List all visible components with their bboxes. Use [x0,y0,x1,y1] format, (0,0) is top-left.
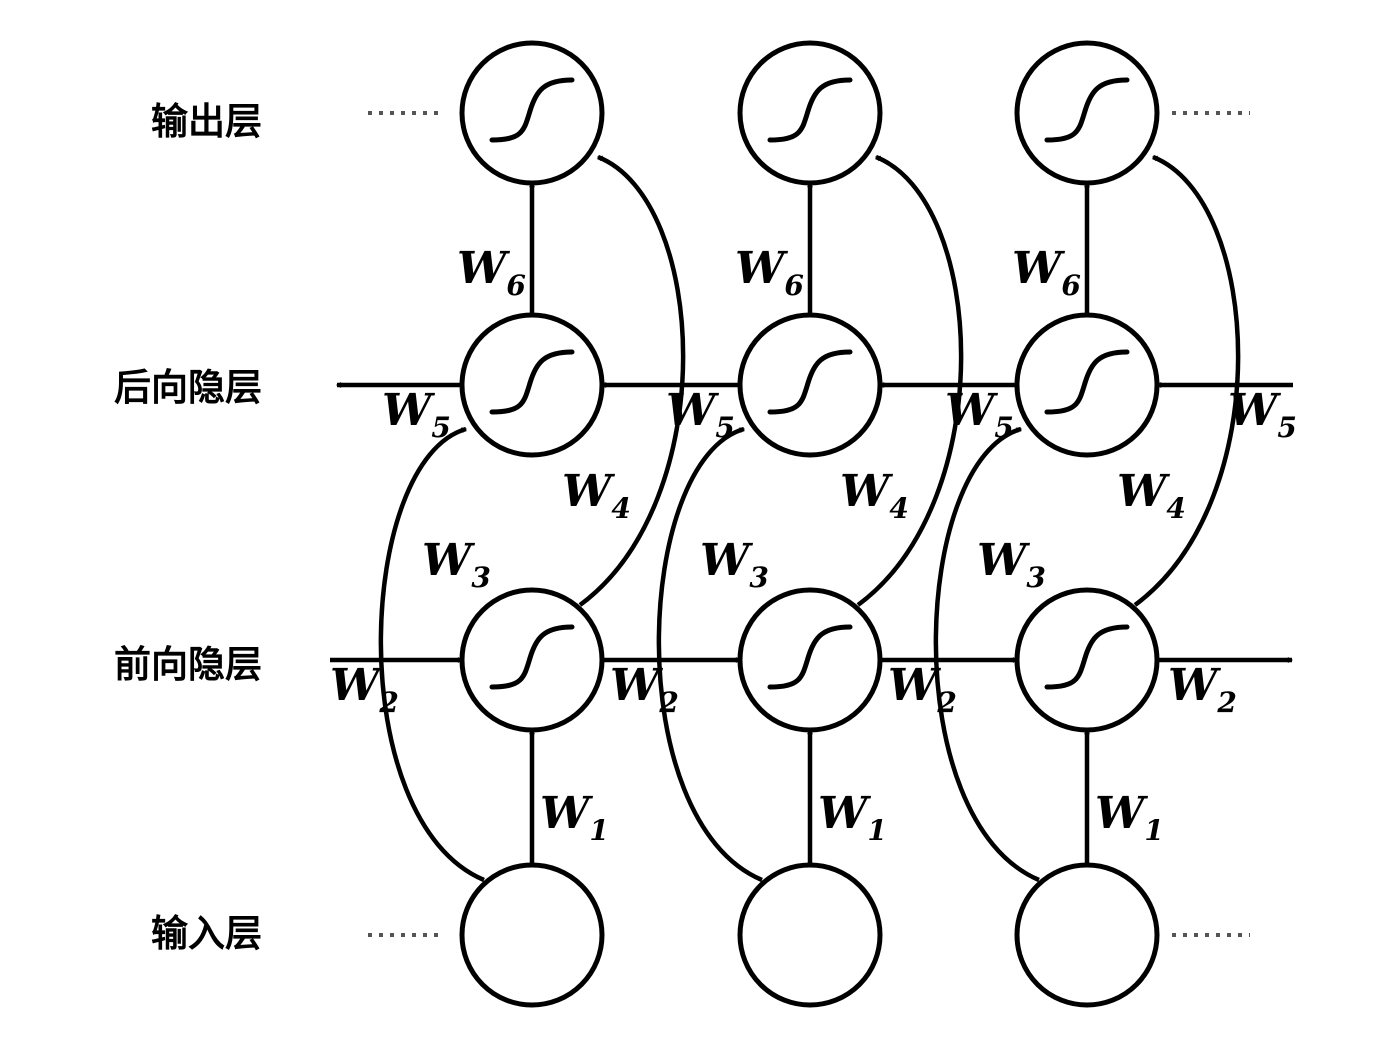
w2-label: W2 [888,660,957,719]
w4-letter: W [562,466,616,517]
w5-subscript: 5 [715,411,734,444]
w3-letter: W [977,535,1031,586]
w5-label: W5 [666,385,735,444]
w1-label: W1 [1095,788,1164,847]
w2-label: W2 [330,660,399,719]
w3-connection [378,426,485,883]
w2-subscript: 2 [378,686,398,719]
w3-label: W3 [422,535,491,594]
output-node [1014,40,1160,186]
w5-letter: W [1228,385,1282,436]
forward-hidden-layer-label: 前向隐层 [114,643,262,686]
w3-subscript: 3 [749,561,768,594]
w6-subscript: 6 [506,269,525,302]
w2-label: W2 [610,660,679,719]
nodes [459,40,1160,1008]
w3-label: W3 [700,535,769,594]
node-circle [1014,862,1160,1008]
w5-letter: W [945,385,999,436]
input-node [1014,862,1160,1008]
sigmoid-icon [489,77,575,143]
w3-letter: W [422,535,476,586]
w1-label: W1 [540,788,609,847]
w1-subscript: 1 [867,814,886,847]
w2-label: W2 [1168,660,1237,719]
node-circle [459,862,605,1008]
w2-letter: W [330,660,384,711]
w4-subscript: 4 [1166,492,1185,525]
output-node [737,40,883,186]
w5-subscript: 5 [1277,411,1296,444]
input-node [459,862,605,1008]
w6-label: W6 [1012,243,1081,302]
w5-label: W5 [945,385,1014,444]
w3-connection [933,426,1040,883]
w6-letter: W [735,243,789,294]
w2-subscript: 2 [936,686,956,719]
w5-subscript: 5 [994,411,1013,444]
w4-connection [856,154,964,607]
w4-letter: W [840,466,894,517]
w4-subscript: 4 [611,492,630,525]
w5-letter: W [382,385,436,436]
sigmoid-icon [1044,624,1130,690]
w4-label: W4 [840,466,909,525]
w4-label: W4 [562,466,631,525]
w1-subscript: 1 [1144,814,1163,847]
w3-subscript: 3 [471,561,490,594]
input-layer-label: 输入层 [151,912,262,955]
w1-label: W1 [818,788,887,847]
w2-subscript: 2 [1216,686,1236,719]
w3-letter: W [700,535,754,586]
forward-hidden-node [737,587,883,733]
w3-subscript: 3 [1026,561,1045,594]
w6-subscript: 6 [1061,269,1080,302]
w4-subscript: 4 [889,492,908,525]
sigmoid-icon [767,349,853,415]
w3-connection [656,426,763,883]
output-layer-label: 输出层 [151,100,262,143]
w1-letter: W [818,788,872,839]
w6-label: W6 [735,243,804,302]
w4-connection [1133,154,1241,607]
w4-connection [578,154,686,607]
w6-subscript: 6 [784,269,803,302]
connections [330,154,1293,883]
output-node [459,40,605,186]
w5-label: W5 [382,385,451,444]
backward-hidden-node [1014,312,1160,458]
w5-subscript: 5 [431,411,450,444]
w6-letter: W [457,243,511,294]
w4-label: W4 [1117,466,1186,525]
input-node [737,862,883,1008]
backward-hidden-node [737,312,883,458]
w3-label: W3 [977,535,1046,594]
w6-label: W6 [457,243,526,302]
w6-letter: W [1012,243,1066,294]
sigmoid-icon [489,624,575,690]
backward-hidden-layer-label: 后向隐层 [114,366,262,409]
w4-letter: W [1117,466,1171,517]
w1-letter: W [1095,788,1149,839]
w2-subscript: 2 [658,686,678,719]
w2-letter: W [888,660,942,711]
backward-hidden-node [459,312,605,458]
forward-hidden-node [1014,587,1160,733]
w5-letter: W [666,385,720,436]
sigmoid-icon [1044,349,1130,415]
node-circle [737,862,883,1008]
w5-label: W5 [1228,385,1297,444]
sigmoid-icon [767,624,853,690]
w2-letter: W [610,660,664,711]
w1-letter: W [540,788,594,839]
forward-hidden-node [459,587,605,733]
sigmoid-icon [1044,77,1130,143]
sigmoid-icon [489,349,575,415]
sigmoid-icon [767,77,853,143]
w1-subscript: 1 [589,814,608,847]
w2-letter: W [1168,660,1222,711]
